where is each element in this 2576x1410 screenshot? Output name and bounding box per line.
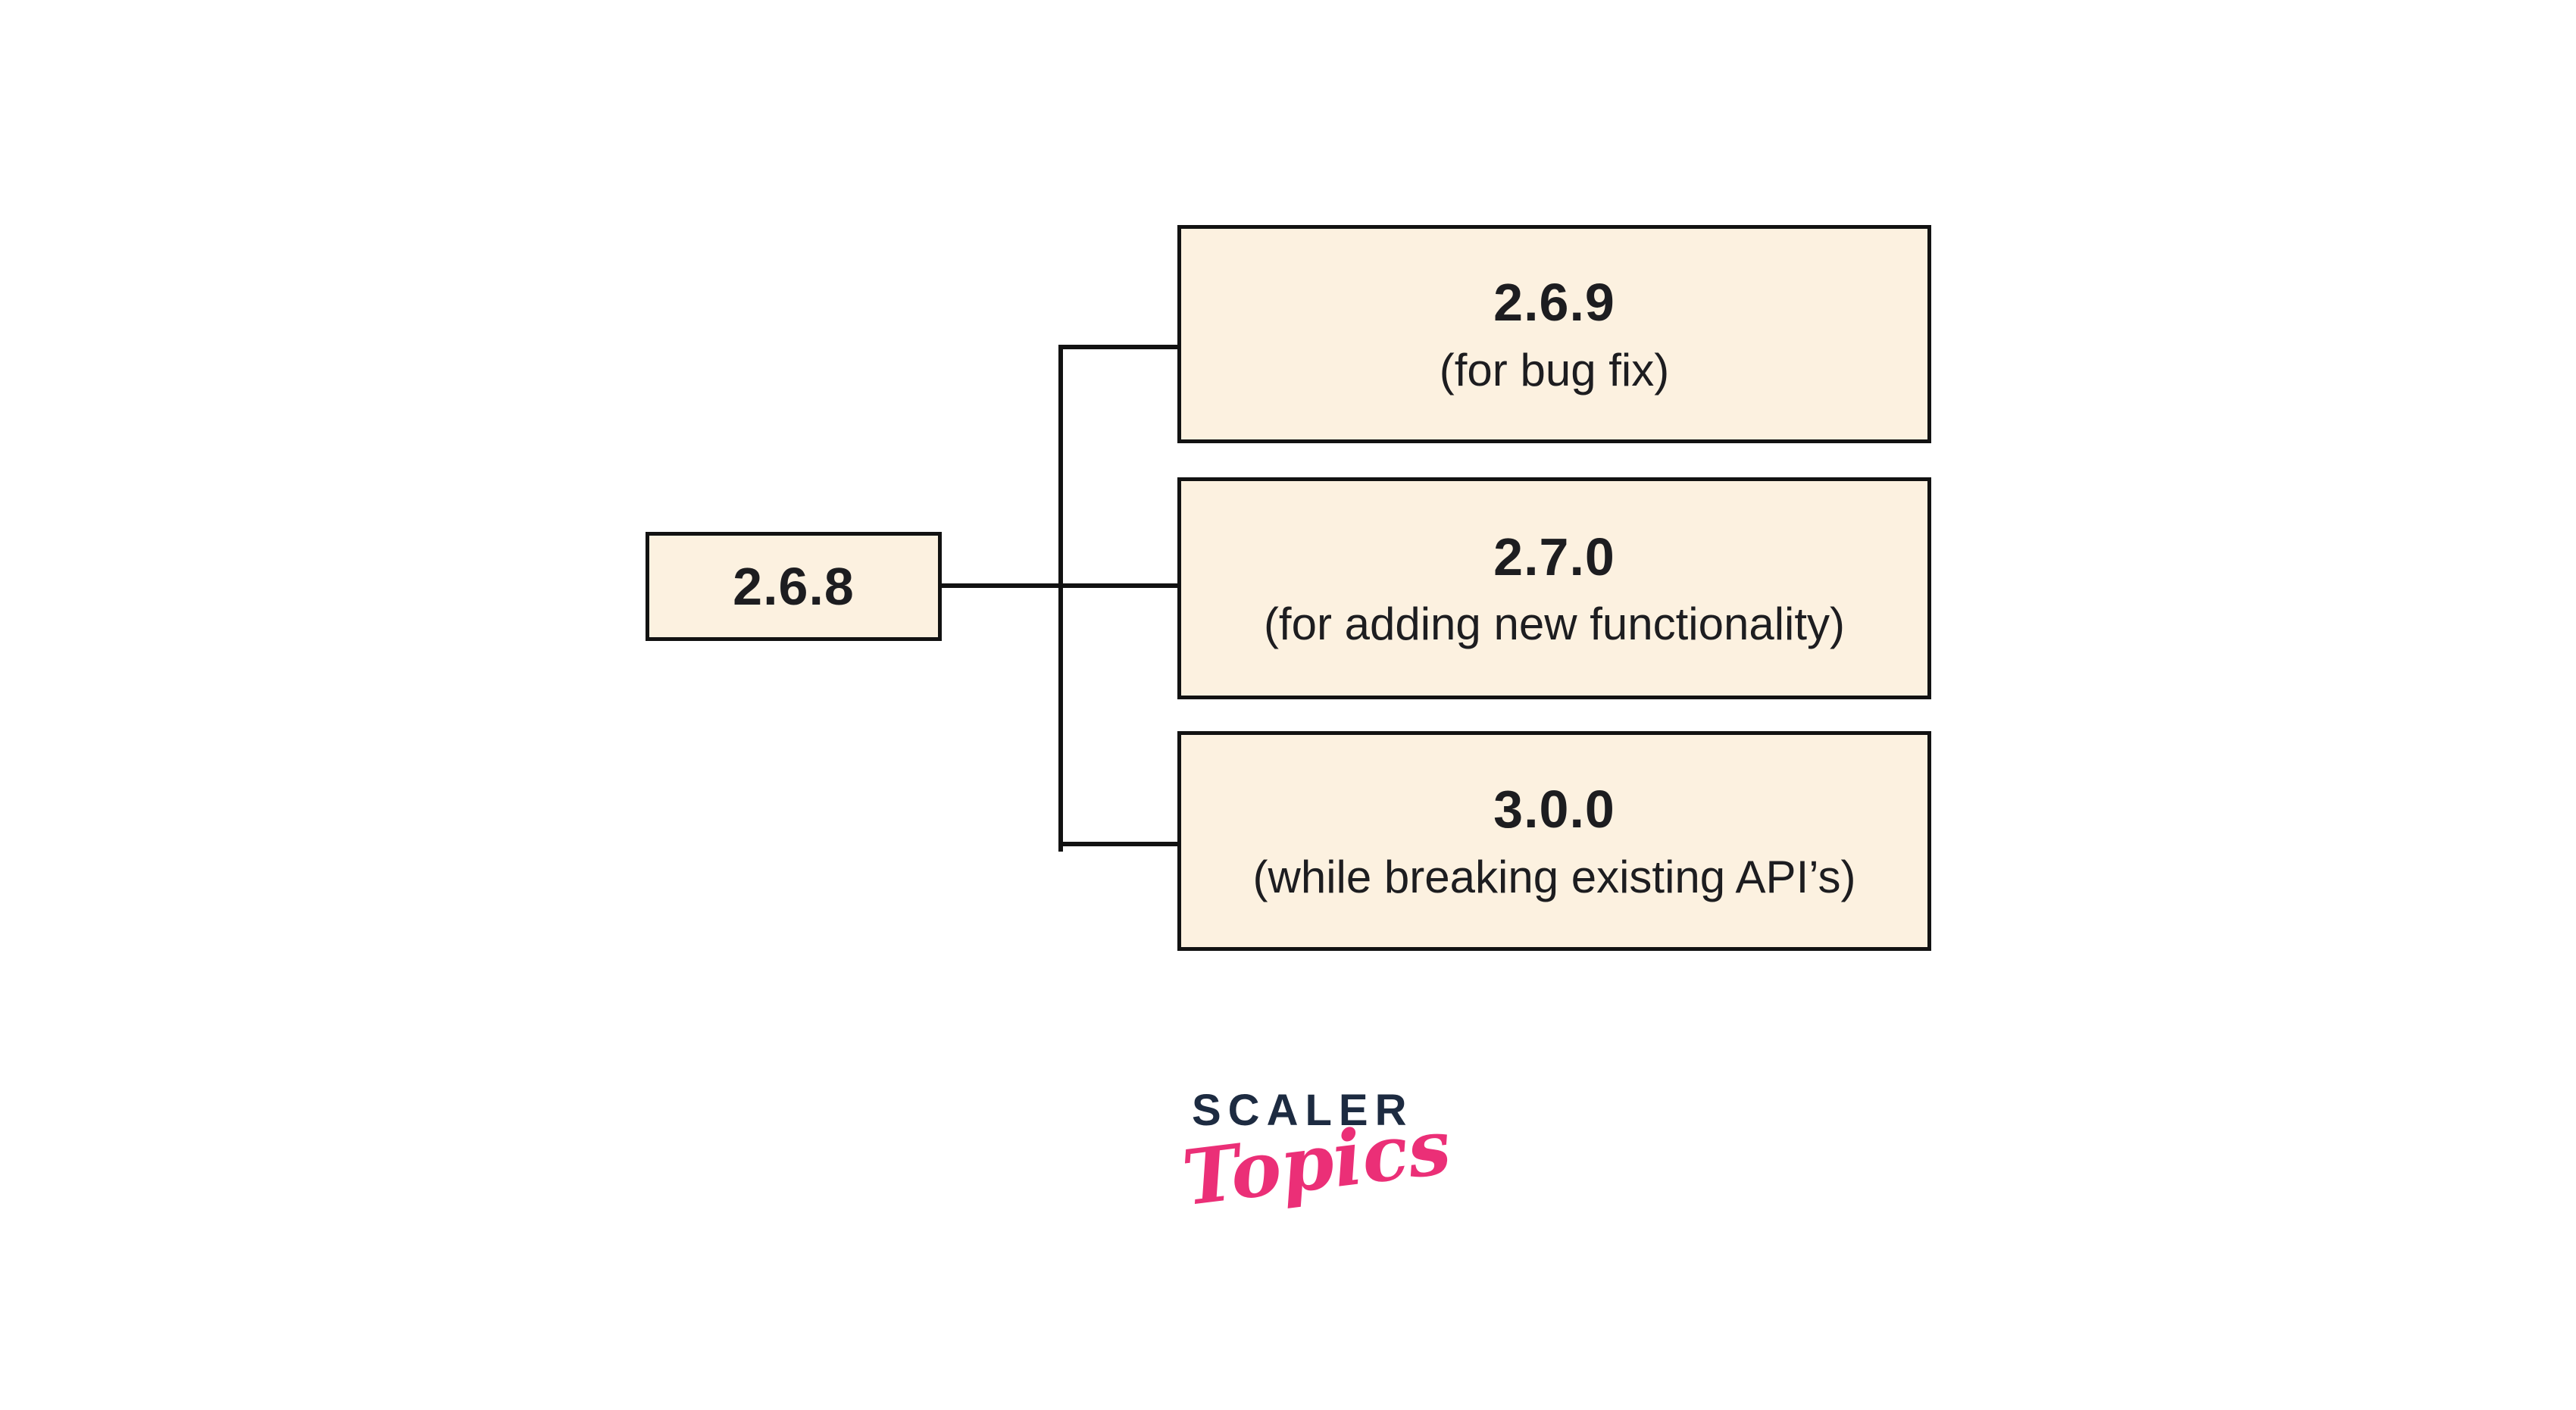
- scaler-topics-logo: SCALER Topics: [1171, 1085, 1455, 1223]
- connector-branch-bottom: [1058, 842, 1180, 846]
- node-version-2-7-0: 2.7.0 (for adding new functionality): [1177, 477, 1931, 699]
- connector-vertical-trunk: [1058, 345, 1063, 852]
- version-note: (for adding new functionality): [1263, 599, 1846, 650]
- version-note: (while breaking existing API’s): [1252, 851, 1856, 902]
- node-version-3-0-0: 3.0.0 (while breaking existing API’s): [1177, 731, 1931, 951]
- node-version-2-6-8: 2.6.8: [646, 532, 942, 641]
- scaler-wordmark: SCALER: [1192, 1086, 1414, 1135]
- version-label: 2.7.0: [1493, 527, 1615, 586]
- version-note: (for bug fix): [1439, 344, 1670, 395]
- node-version-2-6-9: 2.6.9 (for bug fix): [1177, 225, 1931, 443]
- version-label: 2.6.8: [733, 556, 855, 616]
- version-label: 3.0.0: [1493, 780, 1615, 839]
- version-label: 2.6.9: [1493, 273, 1615, 333]
- connector-branch-top: [1058, 345, 1180, 349]
